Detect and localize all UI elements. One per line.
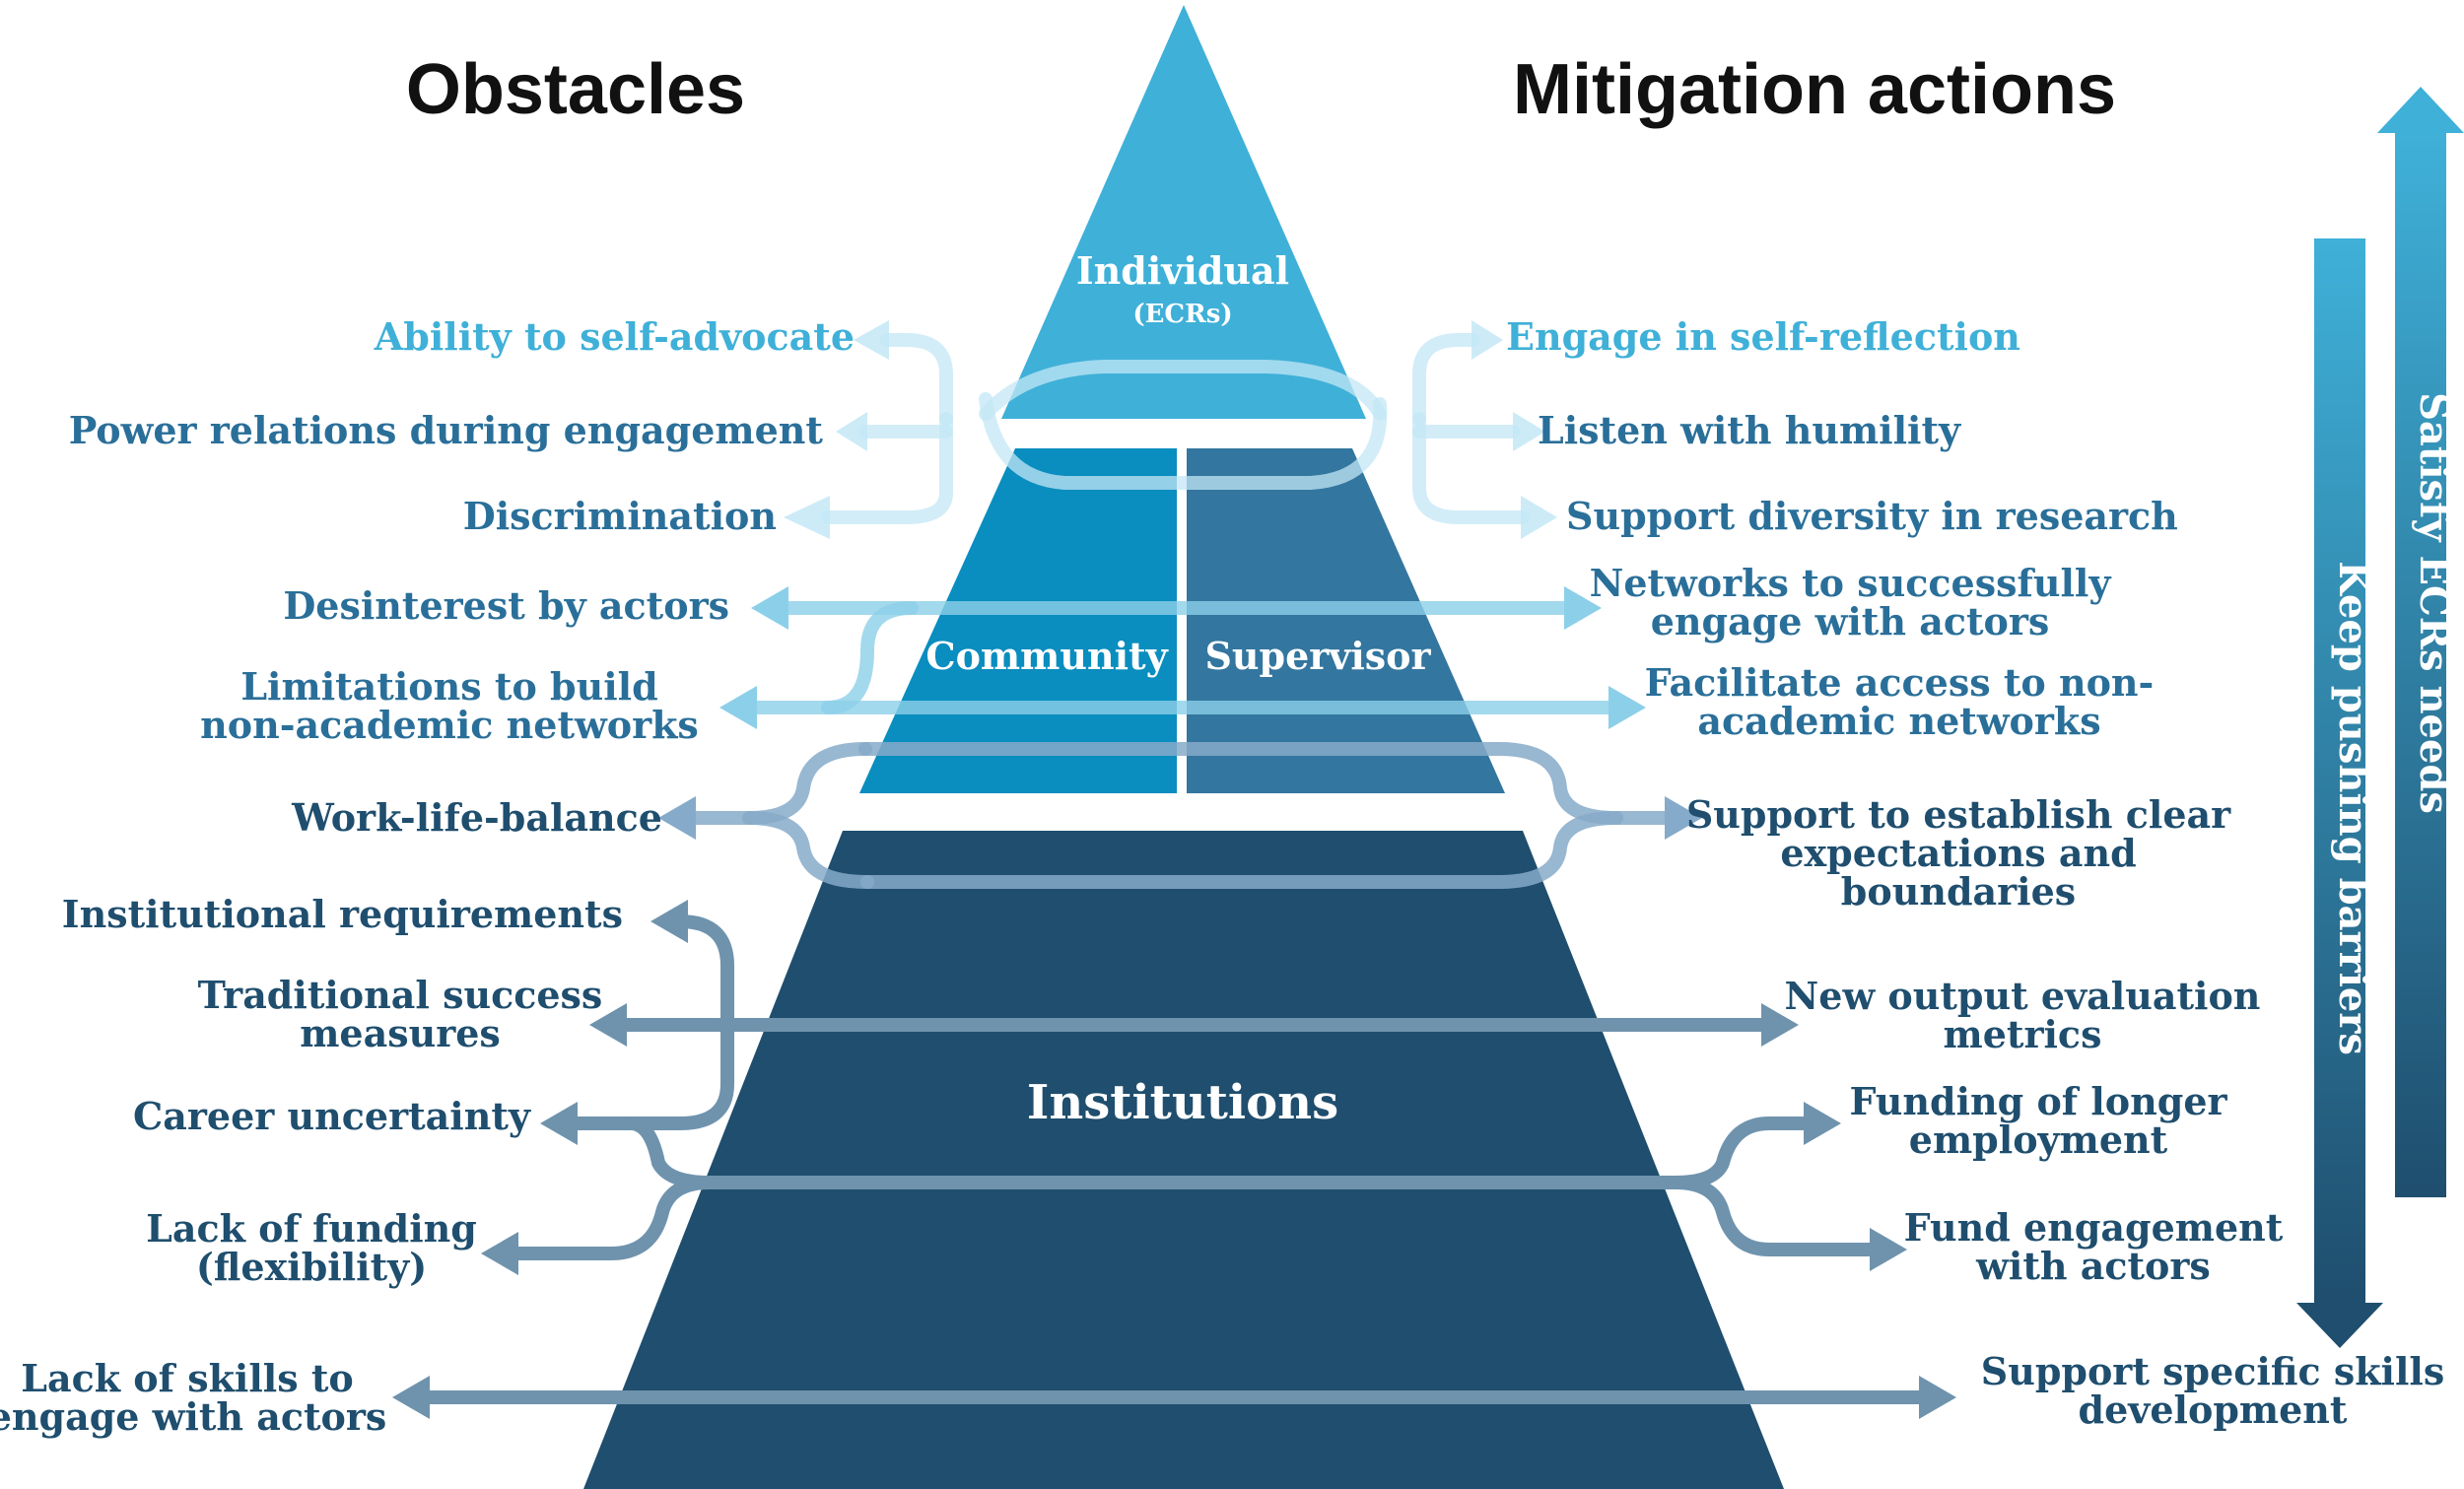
tier-institutions (583, 831, 1784, 1489)
obstacle-item: Power relations during engagement (69, 408, 824, 452)
mitigation-item: Facilitate access to non-academic networ… (1645, 660, 2155, 743)
arrowheads-community (719, 586, 1646, 729)
obstacle-item: Desinterest by actors (283, 583, 729, 628)
arrow-keep-pushing-barriers (2296, 238, 2383, 1348)
obstacle-item: Work-life-balance (291, 795, 662, 840)
arrows-individual (821, 333, 1530, 524)
level-label-individual-sub: (ECRs) (1132, 300, 1232, 329)
level-label-supervisor: Supervisor (1204, 634, 1431, 678)
mitigation-item: Listen with humility (1538, 408, 1961, 452)
arrowheads-individual (784, 320, 1557, 539)
mitigation-item: Engage in self-reflection (1506, 314, 2020, 359)
tier-individual (1001, 5, 1366, 419)
label-keep-pushing-barriers: Keep pushing barriers (2330, 561, 2376, 1055)
obstacle-item: Institutional requirements (62, 892, 623, 936)
obstacle-item: Discrimination (463, 494, 777, 538)
mitigations-list: Engage in self-reflection Listen with hu… (1506, 314, 2444, 1432)
arrowheads-institutions (392, 900, 1956, 1419)
level-label-individual: Individual (1076, 248, 1289, 293)
arrow-satisfy-ecrs-needs (2377, 87, 2464, 1197)
obstacle-item: Ability to self-advocate (374, 314, 855, 359)
obstacles-list: Ability to self-advocate Power relations… (0, 314, 855, 1439)
arrowheads-supervisor (658, 796, 1702, 840)
tier-community (859, 448, 1177, 793)
level-label-community: Community (925, 634, 1168, 678)
level-label-institutions: Institutions (1027, 1075, 1338, 1130)
obstacle-item: Lack of funding(flexibility) (146, 1206, 477, 1289)
tier-supervisor (1187, 448, 1505, 793)
obstacle-item: Career uncertainty (133, 1094, 531, 1138)
heading-obstacles: Obstacles (406, 50, 745, 129)
arrows-community (747, 601, 1618, 714)
mitigation-item: Support diversity in research (1566, 494, 2178, 538)
arrows-supervisor (683, 742, 1673, 889)
heading-mitigation-actions: Mitigation actions (1513, 50, 2116, 129)
label-satisfy-ecrs-needs: Satisfy ECRs needs (2411, 392, 2457, 814)
arrows-institutions (417, 914, 1929, 1404)
